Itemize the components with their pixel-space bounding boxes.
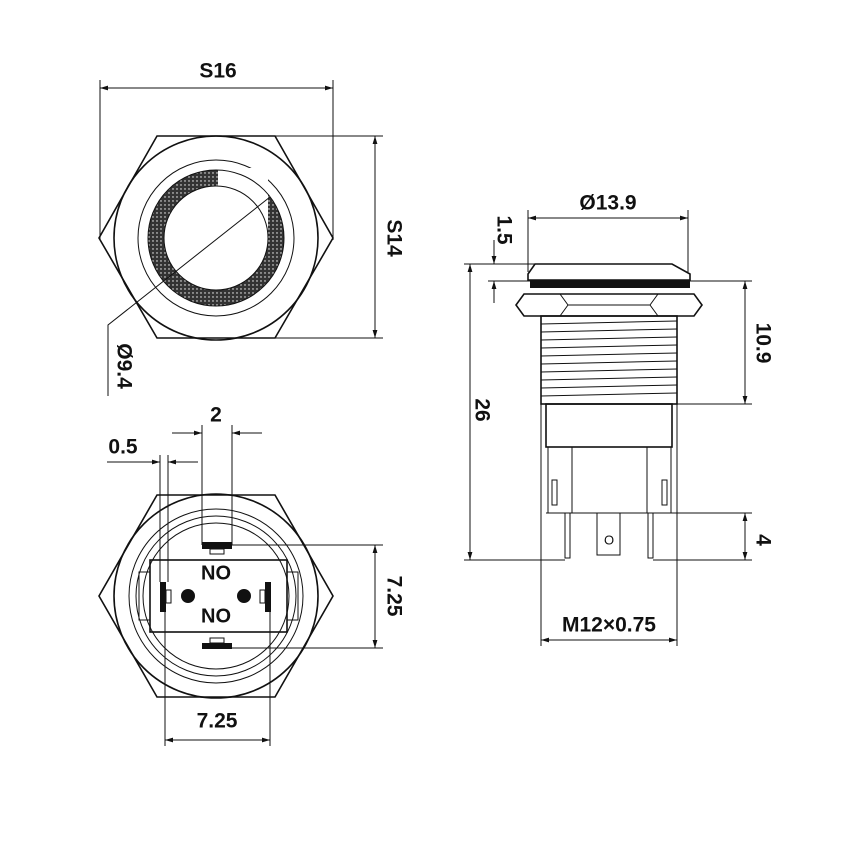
contact-label-no-bottom: NO (201, 605, 231, 627)
button-face (163, 185, 269, 291)
top-view: S16 S14 Ø9.4 (98, 60, 405, 396)
side-view: O Ø13.9 1.5 26 10.9 4 M12×0.75 (464, 192, 774, 646)
nut-edge (649, 304, 659, 317)
cap-height-label: 1.5 (492, 215, 515, 245)
terminal-thickness-label: 0.5 (108, 436, 138, 459)
terminal-left-tab (165, 589, 172, 604)
led-pin-left (181, 589, 195, 603)
cap (527, 263, 691, 281)
led-pin-right (237, 589, 251, 603)
terminal-slot (551, 479, 558, 506)
horizontal-spacing-label: 7.25 (197, 710, 238, 733)
terminal-width-label: 2 (210, 404, 222, 427)
side-clip-left (138, 571, 151, 621)
center-tab (596, 513, 621, 556)
inner-ring (135, 515, 297, 677)
thread-line (540, 344, 678, 349)
terminal-right (265, 582, 271, 612)
nut-edge (649, 293, 659, 306)
terminal-bottom-tab (209, 637, 225, 644)
bottom-view: NO NO 2 0.5 7.25 7.25 (98, 404, 405, 746)
outer-ring (113, 493, 319, 699)
s16-label: S16 (199, 60, 236, 83)
thread-line (540, 320, 678, 325)
hex-nut-side (515, 293, 703, 317)
seal-ring (530, 280, 690, 288)
total-length-label: 26 (470, 398, 493, 421)
thread-line (540, 368, 678, 373)
switch-housing (545, 403, 673, 448)
thread-line (540, 384, 678, 389)
thread-line (540, 376, 678, 381)
thread-line (540, 328, 678, 333)
vertical-spacing-label: 7.25 (382, 576, 405, 617)
terminal-right-tab (259, 589, 266, 604)
terminal-slot (661, 479, 668, 506)
terminal-top-tab (209, 548, 225, 555)
diameter-9-4-label: Ø9.4 (112, 343, 135, 389)
nut-edge (559, 293, 569, 306)
bezel-ring (137, 159, 295, 317)
thread-line (540, 360, 678, 365)
thread-lines (540, 320, 678, 397)
outer-ring (113, 135, 319, 341)
cap-diameter-label: Ø13.9 (579, 192, 636, 215)
hex-nut-outline (98, 135, 334, 339)
pin-right (647, 513, 654, 559)
inner-ring (128, 508, 304, 684)
thread-length-label: 10.9 (751, 323, 774, 364)
side-clip-right (286, 571, 299, 621)
led-ring-gap (218, 168, 268, 238)
thread-line (540, 352, 678, 357)
inner-ring (142, 522, 290, 670)
thread-line (540, 392, 678, 397)
ring-outer-edge (147, 169, 285, 307)
thread-line (540, 336, 678, 341)
diameter-leader-line (107, 196, 271, 396)
contact-label-no-top: NO (201, 562, 231, 584)
hex-nut-outline (98, 494, 334, 698)
s14-label: S14 (382, 219, 405, 257)
terminal-length-label: 4 (751, 534, 774, 546)
terminal-top (202, 542, 232, 549)
terminal-bottom (202, 643, 232, 649)
center-tab-hole: O (604, 532, 614, 547)
pin-left (564, 513, 571, 559)
terminal-left (160, 582, 166, 612)
nut-edge (559, 304, 569, 317)
thread-spec-label: M12×0.75 (562, 614, 656, 637)
